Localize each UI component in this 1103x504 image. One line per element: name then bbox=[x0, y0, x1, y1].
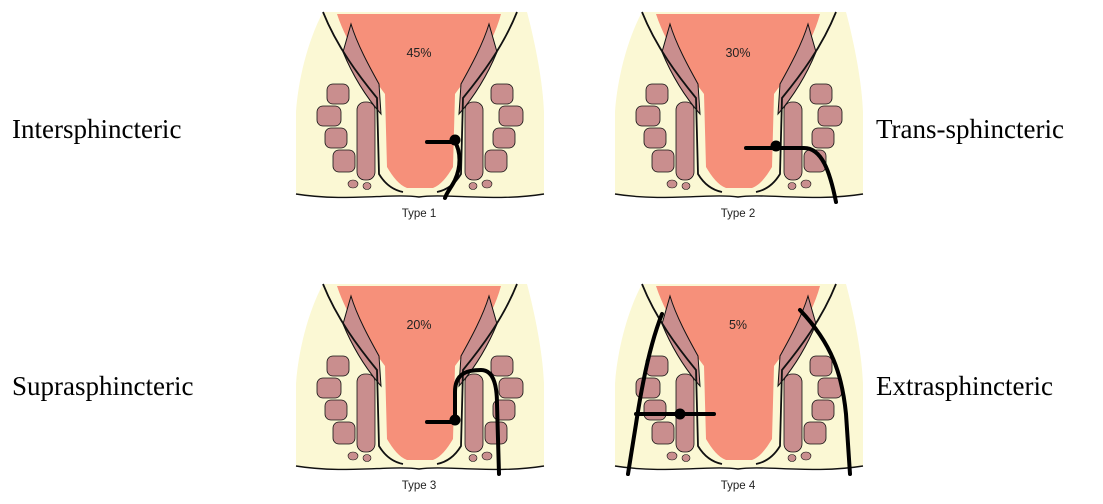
internal-opening-dot bbox=[450, 415, 461, 426]
anatomy-svg-type-2: 30% Type 2 bbox=[614, 2, 864, 232]
external-sphincter-left bbox=[644, 400, 666, 420]
external-sphincter-left bbox=[646, 84, 668, 104]
external-sphincter-right bbox=[491, 356, 513, 376]
external-sphincter-right bbox=[804, 422, 826, 444]
external-sphincter-left bbox=[325, 400, 347, 420]
internal-sphincter-left bbox=[357, 374, 375, 452]
subcutaneous-nodule bbox=[482, 180, 492, 188]
anatomy-svg-type-4: 5% Type 4 bbox=[614, 274, 864, 504]
label-trans-sphincteric: Trans-sphincteric bbox=[876, 116, 1064, 143]
external-sphincter-left bbox=[333, 422, 355, 444]
external-sphincter-left bbox=[644, 128, 666, 148]
label-suprasphincteric: Suprasphincteric bbox=[12, 373, 193, 400]
internal-sphincter-right bbox=[784, 374, 802, 452]
subcutaneous-nodule bbox=[682, 183, 690, 190]
percentage-label: 30% bbox=[725, 46, 750, 60]
internal-sphincter-right bbox=[784, 102, 802, 180]
external-sphincter-left bbox=[652, 150, 674, 172]
external-sphincter-right bbox=[499, 378, 523, 398]
type-label: Type 2 bbox=[721, 208, 756, 220]
subcutaneous-nodule bbox=[801, 452, 811, 460]
label-extrasphincteric: Extrasphincteric bbox=[876, 373, 1053, 400]
internal-sphincter-right bbox=[465, 102, 483, 180]
percentage-label: 45% bbox=[406, 46, 431, 60]
external-sphincter-left bbox=[327, 356, 349, 376]
subcutaneous-nodule bbox=[363, 455, 371, 462]
external-sphincter-right bbox=[810, 356, 832, 376]
subcutaneous-nodule bbox=[469, 455, 477, 462]
fistula-diagram-type-3: 20% Type 3 bbox=[295, 274, 545, 504]
external-sphincter-right bbox=[812, 400, 834, 420]
internal-opening-dot bbox=[675, 409, 686, 420]
external-sphincter-right bbox=[818, 106, 842, 126]
external-sphincter-left bbox=[317, 378, 341, 398]
external-sphincter-right bbox=[812, 128, 834, 148]
external-sphincter-right bbox=[493, 128, 515, 148]
fistula-diagram-type-2: 30% Type 2 bbox=[614, 2, 864, 232]
subcutaneous-nodule bbox=[788, 455, 796, 462]
subcutaneous-nodule bbox=[348, 452, 358, 460]
external-sphincter-right bbox=[499, 106, 523, 126]
subcutaneous-nodule bbox=[788, 183, 796, 190]
type-label: Type 4 bbox=[721, 480, 756, 492]
external-sphincter-right bbox=[491, 84, 513, 104]
anatomy-svg-type-1: 45% Type 1 bbox=[295, 2, 545, 232]
internal-sphincter-right bbox=[465, 374, 483, 452]
external-sphincter-left bbox=[327, 84, 349, 104]
external-sphincter-left bbox=[652, 422, 674, 444]
internal-sphincter-left bbox=[676, 102, 694, 180]
subcutaneous-nodule bbox=[482, 452, 492, 460]
internal-opening-dot bbox=[771, 141, 782, 152]
percentage-label: 20% bbox=[406, 318, 431, 332]
external-sphincter-left bbox=[636, 106, 660, 126]
internal-sphincter-left bbox=[357, 102, 375, 180]
fistula-diagram-type-4: 5% Type 4 bbox=[614, 274, 864, 504]
subcutaneous-nodule bbox=[348, 180, 358, 188]
type-label: Type 3 bbox=[402, 480, 437, 492]
subcutaneous-nodule bbox=[682, 455, 690, 462]
internal-opening-dot bbox=[450, 135, 461, 146]
subcutaneous-nodule bbox=[469, 183, 477, 190]
subcutaneous-nodule bbox=[667, 452, 677, 460]
external-sphincter-right bbox=[485, 150, 507, 172]
percentage-label: 5% bbox=[729, 318, 747, 332]
external-sphincter-left bbox=[333, 150, 355, 172]
external-sphincter-left bbox=[325, 128, 347, 148]
subcutaneous-nodule bbox=[363, 183, 371, 190]
label-intersphincteric: Intersphincteric bbox=[12, 116, 181, 143]
external-sphincter-left bbox=[317, 106, 341, 126]
type-label: Type 1 bbox=[402, 208, 437, 220]
anatomy-svg-type-3: 20% Type 3 bbox=[295, 274, 545, 504]
subcutaneous-nodule bbox=[801, 180, 811, 188]
subcutaneous-nodule bbox=[667, 180, 677, 188]
external-sphincter-right bbox=[810, 84, 832, 104]
fistula-diagram-type-1: 45% Type 1 bbox=[295, 2, 545, 232]
